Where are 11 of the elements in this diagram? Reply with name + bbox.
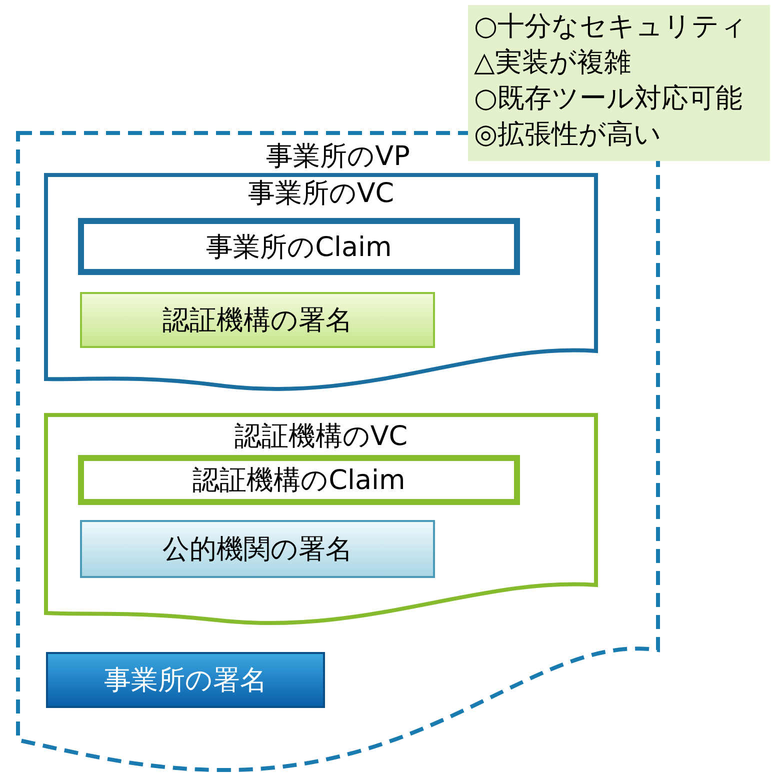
signature-box: 事業所の署名 <box>46 652 325 708</box>
note-line: ○既存ツール対応可能 <box>474 82 744 116</box>
note-box <box>468 5 770 161</box>
note-line: ○十分なセキュリティ <box>474 10 749 44</box>
note-line: ◎拡張性が高い <box>474 118 663 152</box>
claim-box: 認証機構のClaim <box>78 455 520 505</box>
document-title: 認証機構のVC <box>233 421 409 453</box>
note-line: △実装が複雑 <box>474 46 632 80</box>
document-title: 事業所のVP <box>265 141 411 173</box>
document-shape <box>46 415 596 623</box>
signature-box: 公的機関の署名 <box>80 520 435 578</box>
